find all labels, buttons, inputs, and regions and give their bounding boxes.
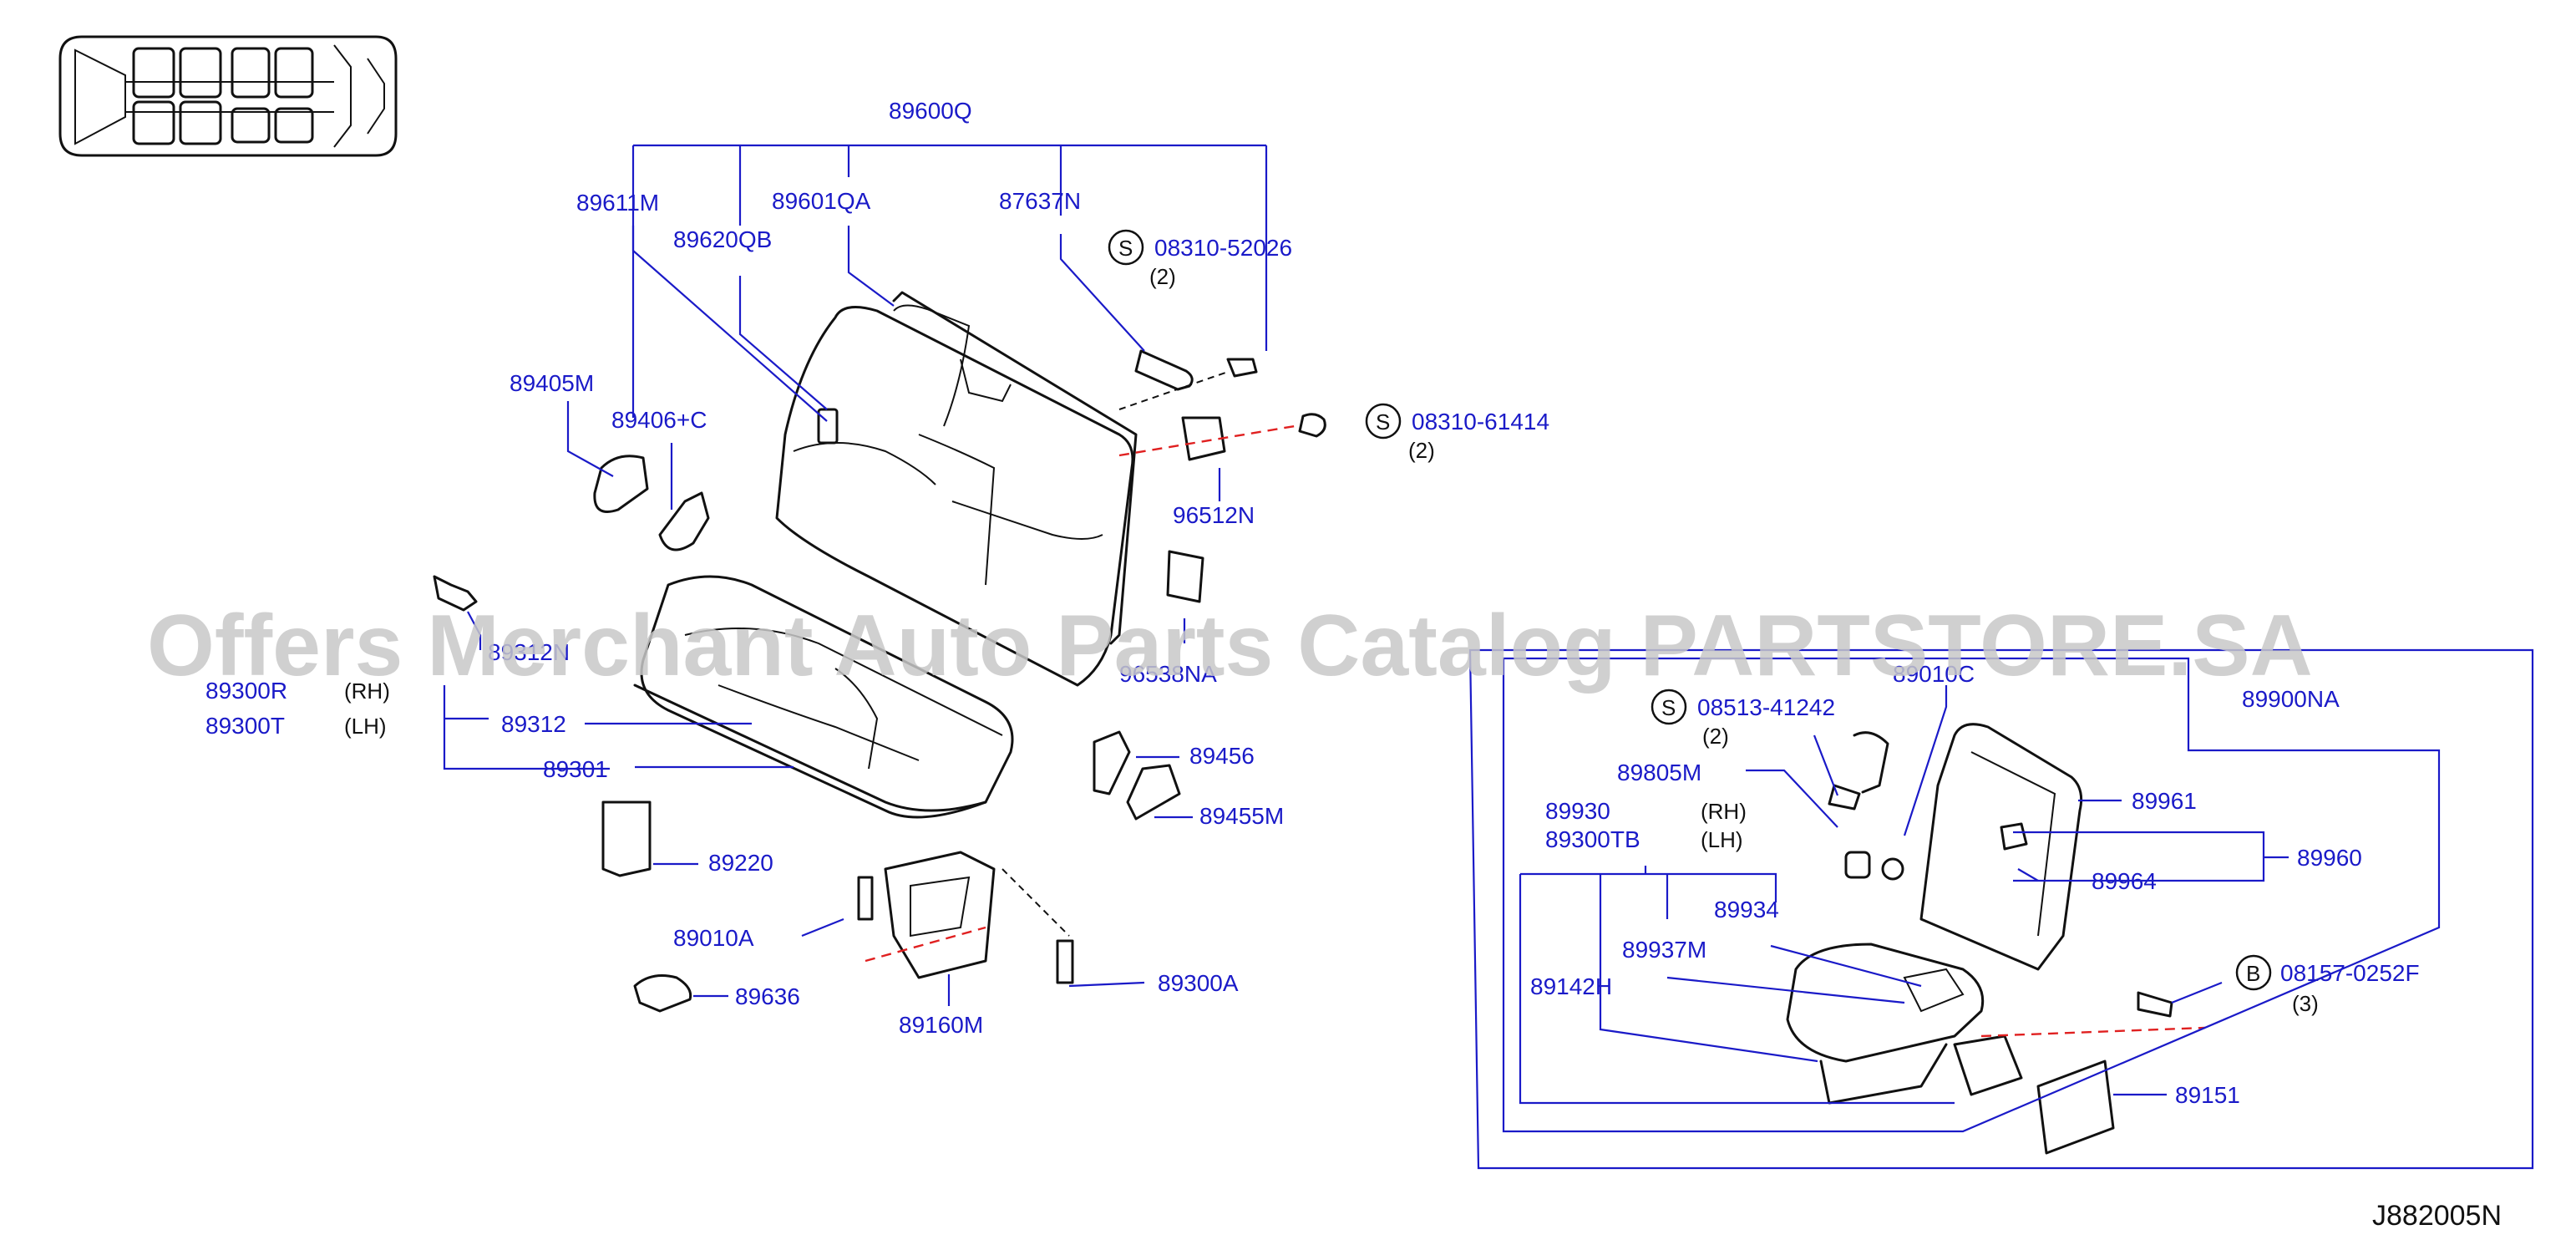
symbol-s-2: [1365, 403, 1402, 440]
symbol-s-1-text: S: [1118, 236, 1133, 261]
label-89636: 89636: [735, 983, 800, 1009]
label-08157-0252f: 08157-0252F: [2280, 960, 2420, 986]
leader-lines: [443, 144, 2534, 1170]
label-89620qb: 89620QB: [673, 226, 772, 252]
symbol-s-3-text: S: [1661, 695, 1676, 720]
third-row-seat-drawing: [1786, 723, 2206, 1155]
label-89455m: 89455M: [1199, 803, 1284, 829]
small-parts-left: [433, 349, 1326, 1013]
label-89151: 89151: [2175, 1082, 2240, 1108]
symbol-b-1-text: B: [2246, 961, 2260, 986]
qty-08157-0252f: (3): [2292, 991, 2319, 1016]
label-89220: 89220: [708, 850, 773, 876]
qty-08310-61414: (2): [1408, 438, 1435, 463]
label-89301: 89301: [543, 756, 608, 782]
symbol-s-3: [1651, 689, 1687, 725]
qty-08310-52026: (2): [1149, 264, 1176, 289]
label-08310-61414: 08310-61414: [1412, 409, 1549, 435]
symbol-s-1: [1108, 229, 1144, 266]
label-89960: 89960: [2297, 845, 2362, 871]
seat-back-drawing: [633, 291, 1138, 819]
symbol-s-2-text: S: [1376, 409, 1390, 435]
label-89406c: 89406+C: [611, 407, 707, 433]
label-89601qa: 89601QA: [772, 188, 871, 214]
label-89611m: 89611M: [576, 190, 659, 216]
label-96538na: 96538NA: [1119, 661, 1217, 687]
label-96512n: 96512N: [1173, 502, 1255, 528]
vehicle-locator-icon: [58, 35, 398, 157]
label-08513-41242: 08513-41242: [1697, 694, 1835, 720]
label-rh-2: (RH): [1701, 799, 1747, 824]
label-87637n: 87637N: [999, 188, 1081, 214]
label-89010c: 89010C: [1893, 661, 1975, 687]
label-89937m: 89937M: [1622, 937, 1706, 963]
label-89300tb: 89300TB: [1545, 826, 1640, 852]
label-rh-1: (RH): [344, 678, 390, 704]
label-lh-2: (LH): [1701, 827, 1743, 852]
label-08310-52026: 08310-52026: [1154, 235, 1292, 261]
label-89142h: 89142H: [1530, 973, 1612, 999]
label-89312: 89312: [501, 711, 566, 737]
label-89934: 89934: [1714, 897, 1779, 922]
label-89300a: 89300A: [1158, 970, 1239, 996]
qty-08513-41242: (2): [1702, 724, 1729, 749]
label-lh-1: (LH): [344, 714, 387, 739]
label-89964: 89964: [2092, 868, 2157, 894]
label-89961: 89961: [2132, 788, 2197, 814]
watermark-text: Offers Merchant Auto Parts Catalog PARTS…: [147, 597, 2313, 694]
label-89312n: 89312N: [488, 639, 570, 665]
circle-symbols: S S S B: [1108, 229, 2272, 991]
label-89900na: 89900NA: [2242, 686, 2340, 712]
label-89930: 89930: [1545, 798, 1610, 824]
part-labels: 89600Q 89611M 89601QA 87637N 89620QB 083…: [205, 98, 2420, 1108]
label-89300t: 89300T: [205, 713, 285, 739]
symbol-b-1: [2235, 954, 2272, 991]
label-89805m: 89805M: [1617, 760, 1701, 785]
label-89456: 89456: [1189, 743, 1255, 769]
label-89300r: 89300R: [205, 678, 287, 704]
diagram-ref-code: J882005N: [2372, 1200, 2502, 1232]
label-89405m: 89405M: [510, 370, 594, 396]
label-89160m: 89160M: [899, 1012, 983, 1038]
label-89010a: 89010A: [673, 925, 754, 951]
label-89600q: 89600Q: [889, 98, 972, 124]
